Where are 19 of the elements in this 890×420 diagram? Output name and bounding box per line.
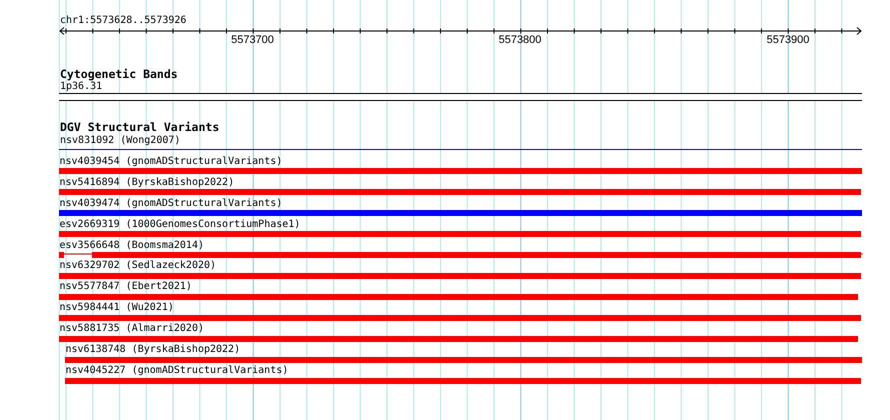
feature-label: nsv831092 (Wong2007)	[60, 134, 180, 147]
feature-label: nsv4039474 (gnomADStructuralVariants)	[60, 198, 282, 210]
feature-label: nsv6329702 (Sedlazeck2020)	[60, 260, 216, 272]
feature-label: nsv4039454 (gnomADStructuralVariants)	[60, 156, 282, 168]
feature-label: nsv5416894 (ByrskaBishop2022)	[60, 176, 234, 189]
track-title: DGV Structural Variants	[60, 120, 220, 134]
feature-label: esv3566648 (Boomsma2014)	[60, 240, 204, 252]
feature-label: nsv5984441 (Wu2021)	[60, 302, 174, 314]
feature-label: nsv4045227 (gnomADStructuralVariants)	[66, 365, 288, 378]
feature-label: nsv5577847 (Ebert2021)	[60, 281, 192, 294]
tick-label: 5573700	[231, 34, 274, 46]
coordinate-label: chr1:5573628..5573926	[60, 15, 186, 27]
feature-label: esv2669319 (1000GenomesConsortiumPhase1)	[60, 218, 300, 231]
tick-label: 5573800	[498, 34, 542, 46]
feature-label: nsv5881735 (Almarri2020)	[60, 323, 204, 336]
feature-label: nsv6138748 (ByrskaBishop2022)	[66, 344, 240, 356]
tick-label: 5573900	[766, 34, 810, 46]
track-title: Cytogenetic Bands	[60, 68, 178, 80]
band-label: 1p36.31	[60, 80, 102, 93]
